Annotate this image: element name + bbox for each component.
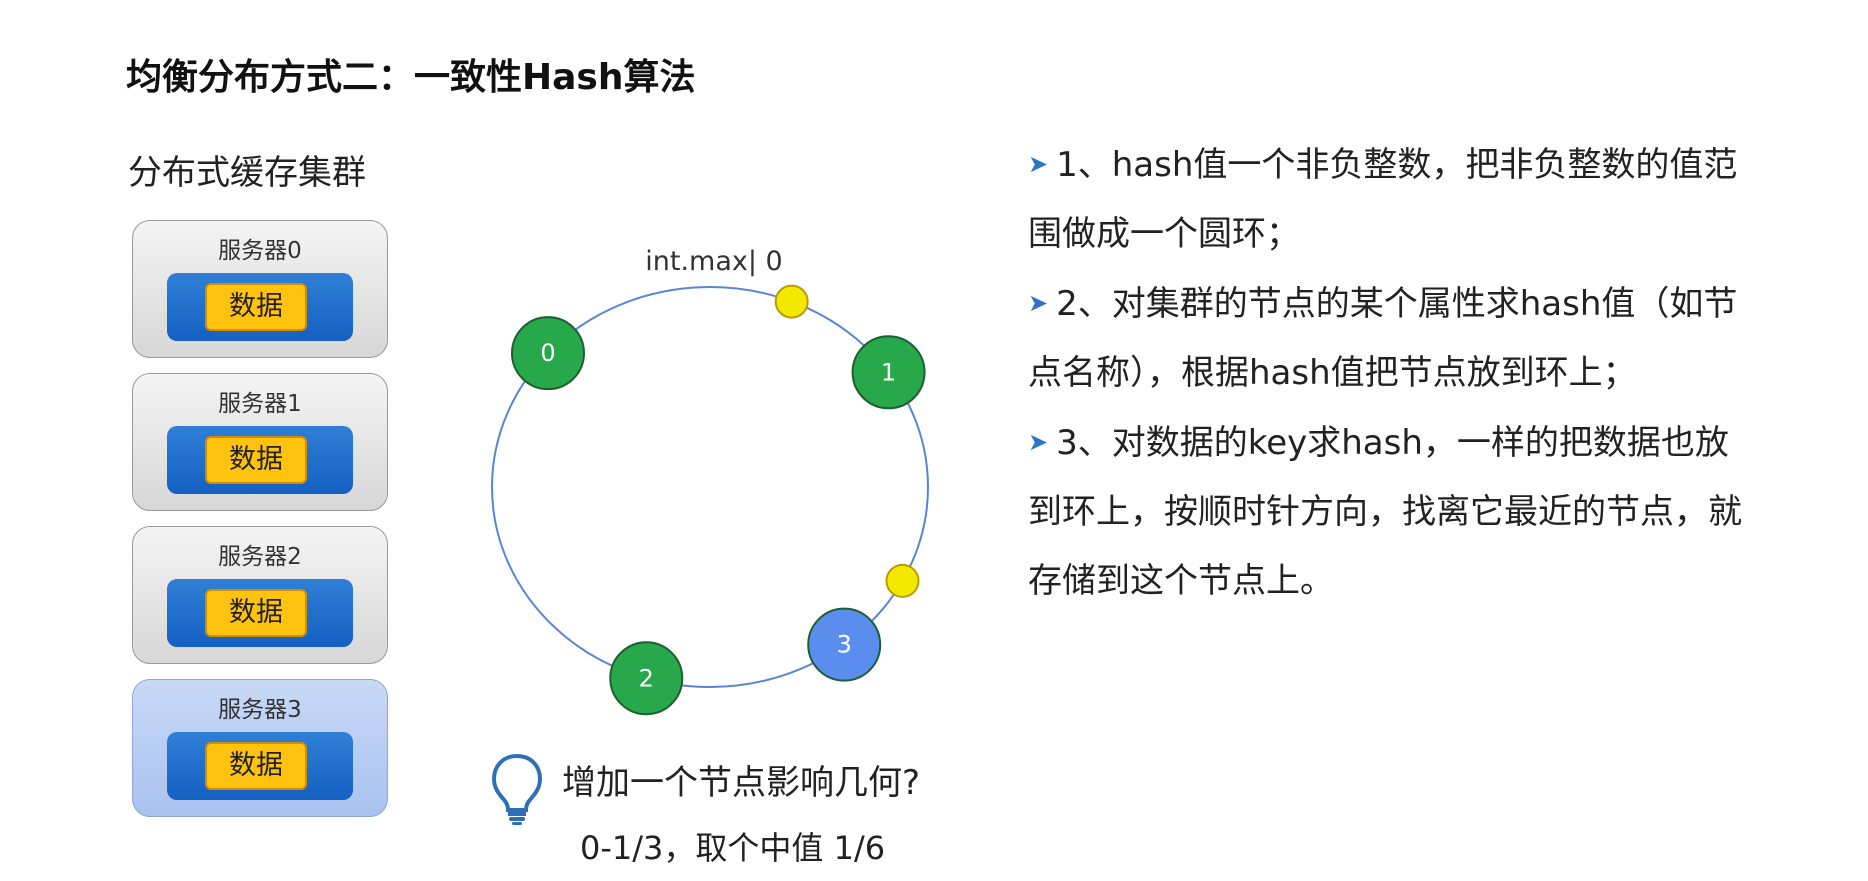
node-label: 0 <box>540 339 555 367</box>
bullet-line: 点名称），根据hash值把节点放到环上； <box>1028 339 1828 408</box>
bullet-text: 点名称），根据hash值把节点放到环上； <box>1028 353 1637 393</box>
lightbulb-icon <box>491 753 543 825</box>
ring-node-3: 3 <box>807 607 882 682</box>
data-point-1 <box>885 563 920 598</box>
server-data-area: 数据 <box>167 273 353 341</box>
bullet-text: 存储到这个节点上。 <box>1028 561 1334 601</box>
hash-ring <box>491 286 929 688</box>
bullet-text: 3、对数据的key求hash，一样的把数据也放 <box>1056 423 1729 463</box>
data-point-0 <box>774 284 809 319</box>
node-label: 3 <box>837 631 852 659</box>
server-label: 服务器1 <box>218 391 302 417</box>
server-box-2: 服务器2 数据 <box>132 526 388 664</box>
bullet-line: 存储到这个节点上。 <box>1028 547 1828 616</box>
node-circle <box>609 641 684 716</box>
cluster-title: 分布式缓存集群 <box>128 153 366 193</box>
ring-top-label: int.max| 0 <box>645 246 782 277</box>
bullet-text: 围做成一个圆环； <box>1028 214 1300 254</box>
arrow-right-icon: ➤ <box>1028 150 1049 178</box>
arrow-right-icon: ➤ <box>1028 289 1049 317</box>
node-circle <box>851 335 926 410</box>
node-circle <box>807 607 882 682</box>
server-label: 服务器3 <box>218 697 302 723</box>
server-label: 服务器0 <box>218 238 302 264</box>
data-block: 数据 <box>205 283 307 331</box>
bullet-line: ➤1、hash值一个非负整数，把非负整数的值范 <box>1028 130 1828 200</box>
server-data-area: 数据 <box>167 732 353 800</box>
server-data-area: 数据 <box>167 579 353 647</box>
bullet-line: ➤2、对集群的节点的某个属性求hash值（如节 <box>1028 269 1828 339</box>
ring-node-1: 1 <box>851 335 926 410</box>
bullet-line: ➤3、对数据的key求hash，一样的把数据也放 <box>1028 408 1828 478</box>
question-text: 增加一个节点影响几何? <box>562 763 921 803</box>
ring-node-2: 2 <box>609 641 684 716</box>
bullet-line: 到环上，按顺时针方向，找离它最近的节点，就 <box>1028 478 1828 547</box>
server-box-1: 服务器1 数据 <box>132 373 388 511</box>
bullet-text: 2、对集群的节点的某个属性求hash值（如节 <box>1056 284 1738 324</box>
arrow-right-icon: ➤ <box>1028 428 1049 456</box>
page-title: 均衡分布方式二：一致性Hash算法 <box>126 57 696 98</box>
bullet-text: 1、hash值一个非负整数，把非负整数的值范 <box>1056 145 1738 185</box>
node-label: 1 <box>881 358 896 386</box>
data-block: 数据 <box>205 742 307 790</box>
explanation-list: ➤1、hash值一个非负整数，把非负整数的值范围做成一个圆环；➤2、对集群的节点… <box>1028 130 1828 616</box>
server-box-3: 服务器3 数据 <box>132 679 388 817</box>
bullet-text: 到环上，按顺时针方向，找离它最近的节点，就 <box>1028 492 1742 532</box>
bullet-line: 围做成一个圆环； <box>1028 200 1828 269</box>
ring-node-0: 0 <box>510 316 585 391</box>
data-block: 数据 <box>205 589 307 637</box>
node-label: 2 <box>639 664 654 692</box>
node-circle <box>510 316 585 391</box>
server-data-area: 数据 <box>167 426 353 494</box>
answer-text: 0-1/3，取个中值 1/6 <box>580 829 886 867</box>
server-label: 服务器2 <box>218 544 302 570</box>
server-box-0: 服务器0 数据 <box>132 220 388 358</box>
data-block: 数据 <box>205 436 307 484</box>
